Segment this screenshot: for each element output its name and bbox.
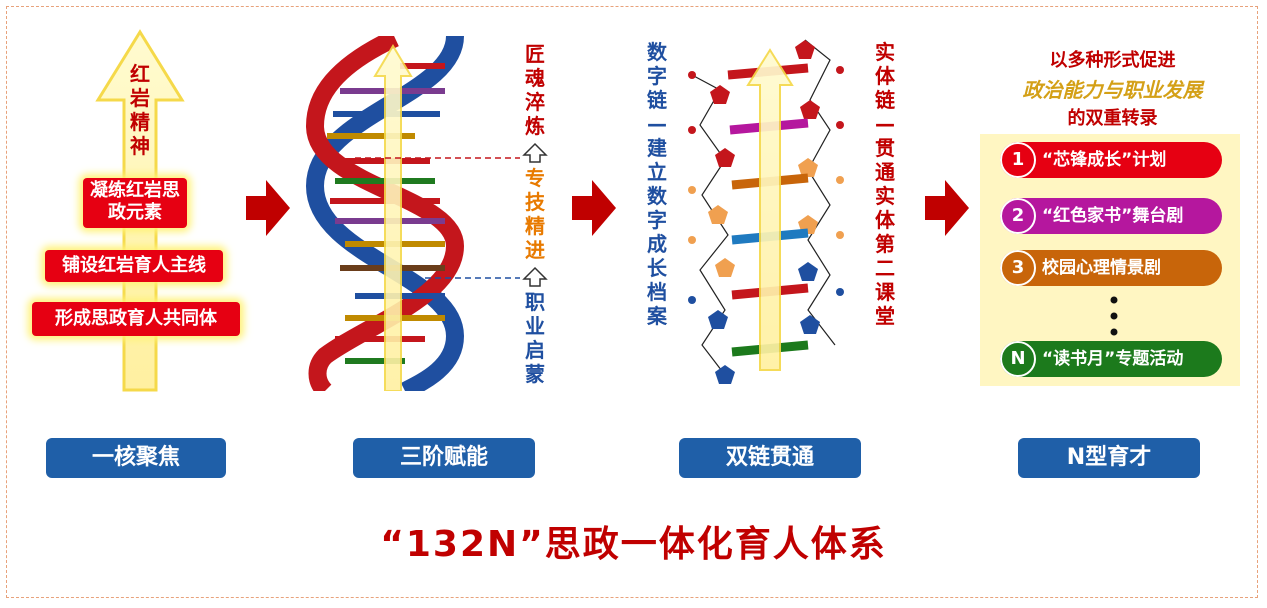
right-arrow-icon — [572, 180, 616, 236]
n-item-n[interactable]: N “读书月”专题活动 — [1000, 341, 1222, 377]
n-item-2[interactable]: 2 “红色家书”舞台剧 — [1000, 198, 1222, 234]
n-item-number: 2 — [1000, 198, 1036, 234]
n-heading-line2: 政治能力与职业发展 — [1022, 78, 1203, 102]
ellipsis-dots-icon — [1110, 296, 1118, 336]
dual-chain-button[interactable]: 双链贯通 — [679, 438, 861, 478]
n-item-number: 1 — [1000, 142, 1036, 178]
dual-chain-ladder-icon — [688, 39, 844, 384]
outer-frame — [6, 6, 1258, 598]
n-item-label: “读书月”专题活动 — [1042, 349, 1184, 369]
red-rock-spirit-label: 红岩精神 — [130, 62, 150, 158]
n-item-1[interactable]: 1 “芯锋成长”计划 — [1000, 142, 1222, 178]
up-chevron-icon — [522, 266, 548, 287]
n-item-number: 3 — [1000, 250, 1036, 286]
n-item-label: “芯锋成长”计划 — [1042, 150, 1167, 170]
core-box-mainline: 铺设红岩育人主线 — [45, 250, 223, 282]
core-box-elements: 凝练红岩思政元素 — [83, 178, 187, 228]
n-item-label: “红色家书”舞台剧 — [1042, 206, 1184, 226]
stage-pointer-lines — [355, 157, 520, 279]
n-type-button[interactable]: N型育才 — [1018, 438, 1200, 478]
n-heading-line3: 的双重转录 — [1067, 108, 1158, 129]
n-heading-line1: 以多种形式促进 — [1049, 50, 1176, 71]
n-item-number: N — [1000, 341, 1036, 377]
right-arrow-icon — [246, 180, 290, 236]
one-core-button[interactable]: 一核聚焦 — [46, 438, 226, 478]
stage-craft-label: 匠魂淬炼 — [525, 42, 545, 138]
physical-chain-label: 实体链—贯通实体第二课堂 — [875, 40, 895, 328]
stage-skill-label: 专技精进 — [525, 166, 545, 262]
core-box-community: 形成思政育人共同体 — [32, 302, 240, 336]
up-chevron-icon — [522, 142, 548, 163]
three-stage-button[interactable]: 三阶赋能 — [353, 438, 535, 478]
right-arrow-icon — [925, 180, 969, 236]
n-item-3[interactable]: 3 校园心理情景剧 — [1000, 250, 1222, 286]
n-item-label: 校园心理情景剧 — [1042, 258, 1161, 278]
stage-career-label: 职业启蒙 — [525, 290, 545, 386]
system-title: “132N”思政一体化育人体系 — [380, 524, 887, 565]
digital-chain-label: 数字链—建立数字成长档案 — [647, 40, 667, 328]
dna-helix-icon — [305, 36, 465, 391]
